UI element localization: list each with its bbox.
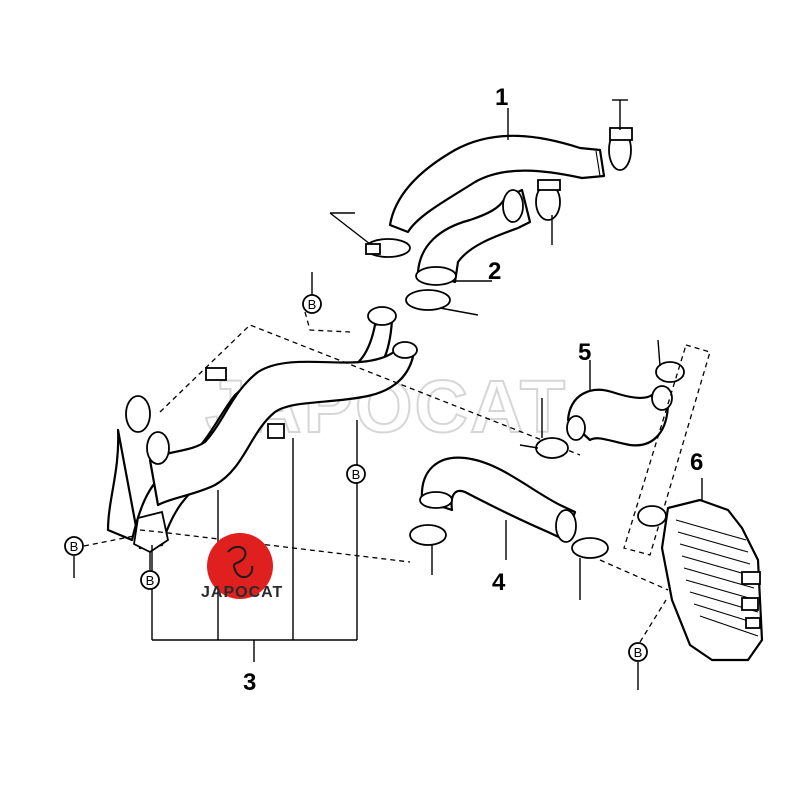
svg-text:B: B	[634, 645, 643, 660]
b-reference-middle: B	[346, 464, 366, 484]
part-number-6: 6	[690, 449, 703, 476]
svg-text:B: B	[352, 467, 361, 482]
part-4-clamp-left	[409, 524, 447, 575]
part-1-clamp-left	[329, 212, 411, 258]
part-5-clamp-right	[655, 339, 685, 383]
part-1-hose: 1	[329, 84, 633, 258]
part-1-clamp-right	[608, 99, 633, 171]
part-5-clamp-left	[519, 398, 569, 459]
svg-text:B: B	[308, 297, 317, 312]
part-number-3: 3	[243, 669, 256, 696]
b-reference-left: B	[64, 535, 135, 578]
b-reference-right: B	[628, 599, 667, 690]
part-number-5: 5	[578, 339, 591, 366]
part-5-hose: 5	[519, 339, 711, 556]
part-2-hose: 2	[405, 179, 561, 316]
logo-mark-icon	[227, 545, 254, 579]
part-number-1: 1	[495, 84, 508, 111]
part-3-pipe: 3	[106, 306, 581, 696]
b-reference-top: B	[302, 272, 322, 314]
svg-text:B: B	[70, 539, 79, 554]
part-number-2: 2	[488, 258, 501, 285]
b-reference-bottom-left: B	[140, 552, 160, 590]
part-number-4: 4	[492, 569, 506, 596]
part-6-intercooler: 6	[637, 449, 764, 662]
part-4-clamp-right	[571, 537, 669, 600]
part-2-clamp-bottom	[405, 289, 479, 316]
part-4-hose: 4	[409, 456, 669, 600]
logo-badge	[207, 533, 273, 599]
svg-text:B: B	[146, 573, 155, 588]
logo-text: JAPOCAT	[201, 584, 283, 601]
japocat-logo: JAPOCAT	[201, 533, 283, 601]
part-2-clamp-right	[535, 179, 561, 245]
